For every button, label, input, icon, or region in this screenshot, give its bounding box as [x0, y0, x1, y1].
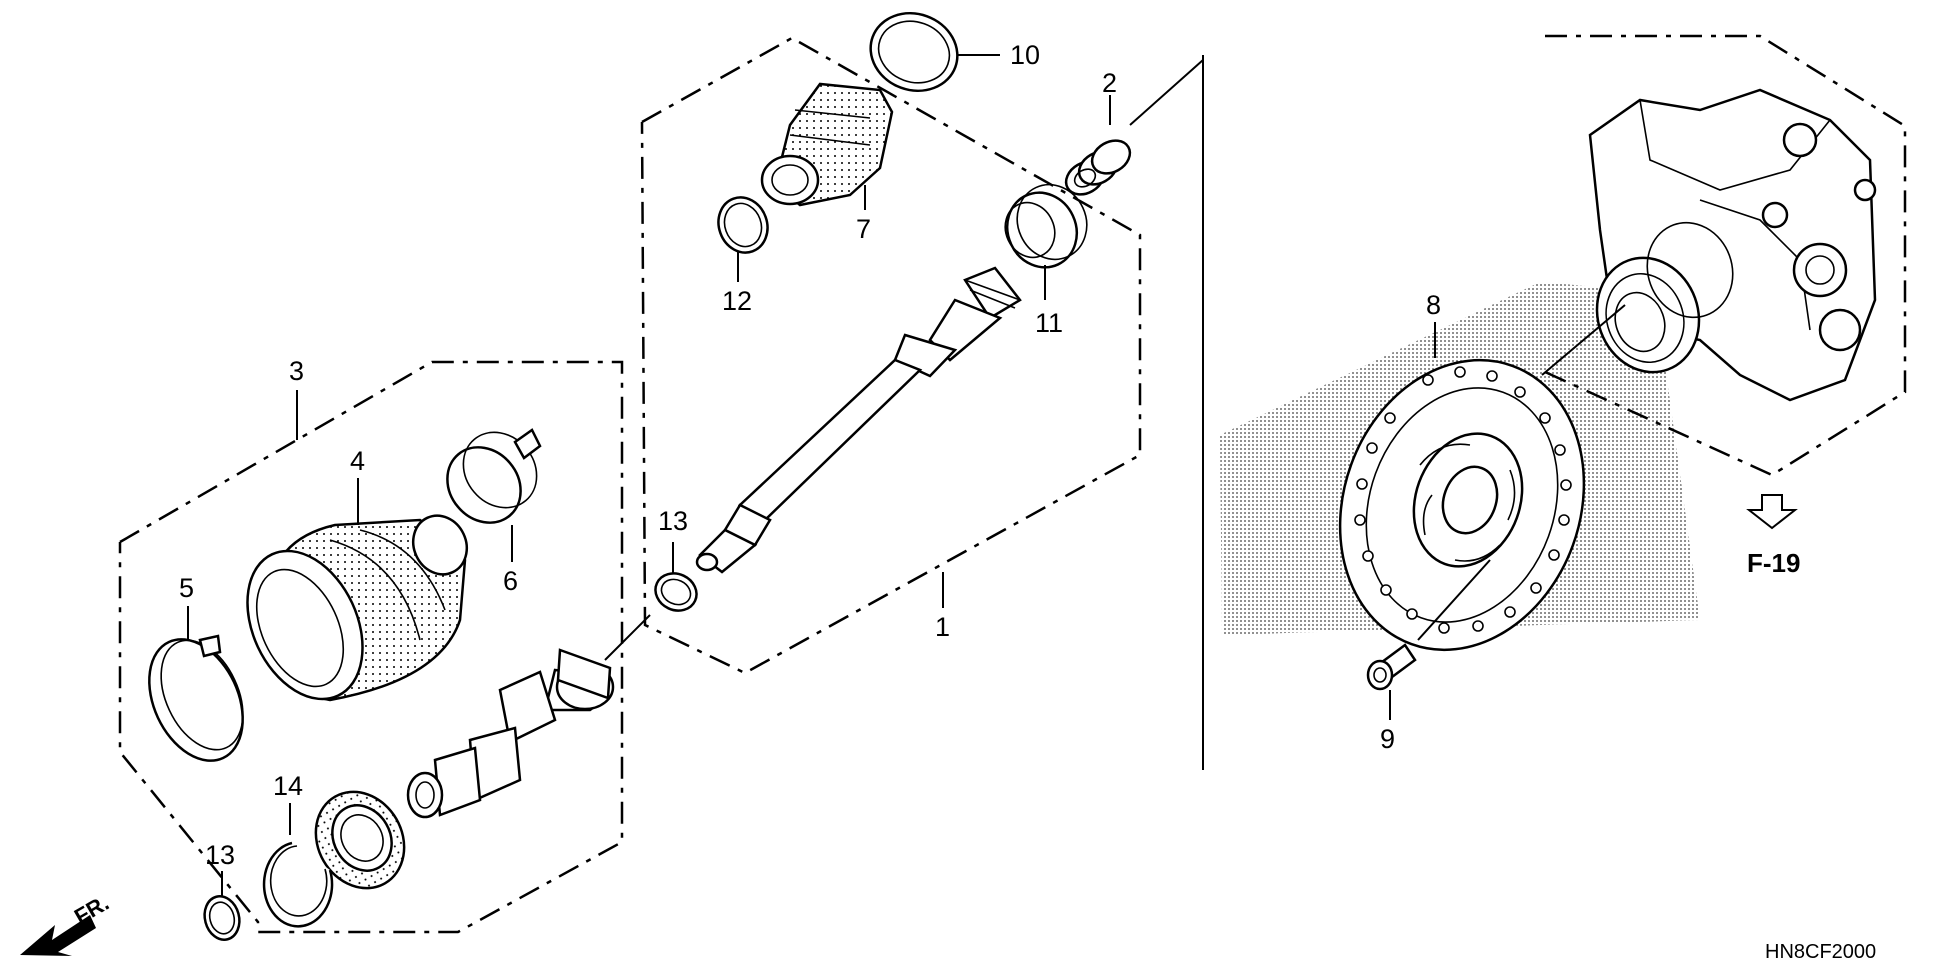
- callout-2: 2: [1102, 68, 1117, 98]
- callout-14: 14: [273, 771, 303, 801]
- callout-11: 11: [1035, 308, 1063, 338]
- callout-leaders: [187, 54, 1436, 897]
- reference-label: F-19: [1747, 548, 1800, 578]
- ring-13-middle: [654, 572, 698, 612]
- callout-6: 6: [503, 566, 518, 596]
- spring-2: [1064, 139, 1132, 196]
- callout-7: 7: [856, 214, 871, 244]
- front-label: FR.: [70, 890, 113, 929]
- callout-10: 10: [1010, 40, 1040, 70]
- brake-disc-8: [1338, 358, 1586, 652]
- band-6: [446, 428, 542, 524]
- callout-8: 8: [1426, 290, 1441, 320]
- leader-line: [604, 614, 651, 661]
- seal-11: [1004, 183, 1088, 269]
- callout-12: 12: [722, 286, 752, 316]
- universal-joint: [406, 648, 615, 819]
- leader-line: [1417, 559, 1491, 641]
- boot-7: [760, 82, 894, 207]
- callout-13-middle: 13: [658, 506, 688, 536]
- oil-seal: [314, 790, 406, 890]
- circlip-14: [262, 841, 334, 928]
- band-5: [148, 634, 244, 762]
- brake-disc-holes: [1354, 366, 1572, 634]
- callout-4: 4: [350, 446, 365, 476]
- ring-12: [717, 196, 769, 254]
- front-arrow-icon: [20, 915, 96, 956]
- bolt-9: [1366, 643, 1417, 691]
- diagram-code: HN8CF2000: [1765, 941, 1876, 963]
- propeller-shaft-1: [695, 266, 1022, 574]
- leader-line: [1541, 304, 1626, 376]
- callout-13-bottom: 13: [205, 840, 235, 870]
- boot-4: [246, 514, 469, 702]
- callout-5: 5: [179, 573, 194, 603]
- callout-1: 1: [935, 612, 950, 642]
- group-outline-shaft: [640, 36, 1142, 675]
- knuckle-assembly: [1588, 88, 1877, 402]
- callout-9: 9: [1380, 724, 1395, 754]
- group-outline-joint: [118, 360, 624, 934]
- o-ring-10: [869, 12, 959, 92]
- callout-3: 3: [289, 356, 304, 386]
- leader-line: [1129, 59, 1204, 126]
- ring-13-bottom: [203, 895, 241, 941]
- reference-arrow-icon: [1746, 494, 1798, 530]
